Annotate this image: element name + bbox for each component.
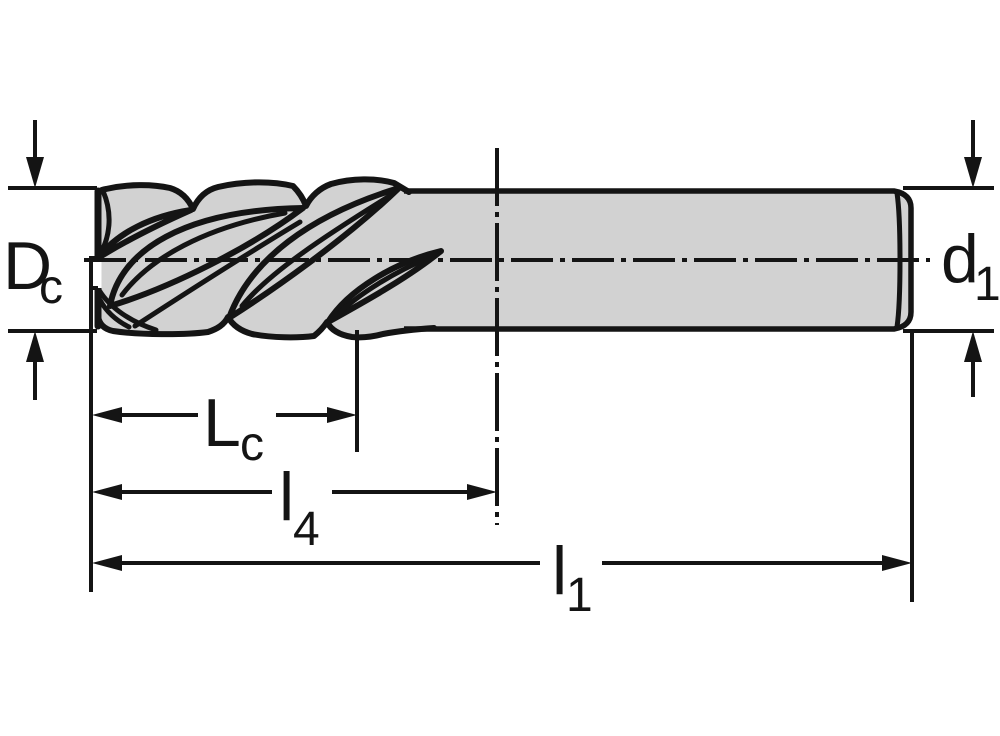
- arrow-right-icon: [467, 484, 497, 500]
- dimension-shank-diameter: [903, 120, 994, 397]
- flute-helix-lines: [119, 194, 431, 329]
- arrow-up-icon: [26, 331, 44, 362]
- arrow-down-icon: [964, 157, 982, 188]
- arrow-up-icon: [964, 331, 982, 362]
- arrow-left-icon: [92, 555, 122, 571]
- dimension-labels: D c d 1 L c l 4 l 1: [3, 221, 1000, 622]
- end-face-tooth-curves: [96, 188, 159, 333]
- dimension-cutting-length: [92, 407, 357, 423]
- label-Dc: D: [3, 228, 52, 304]
- arrow-right-icon: [327, 407, 357, 423]
- end-face-center-notch: [89, 256, 102, 290]
- label-l4: l: [279, 459, 294, 535]
- arrow-left-icon: [92, 484, 122, 500]
- dimension-l4: [92, 484, 497, 500]
- label-Lc: L: [203, 385, 241, 461]
- label-Dc-sub: c: [39, 261, 63, 314]
- dimension-overall-length: [92, 555, 912, 571]
- label-d1: d: [941, 221, 979, 297]
- label-d1-sub: 1: [974, 258, 1000, 311]
- flute-land-3: [325, 248, 444, 325]
- label-l1-sub: 1: [566, 569, 593, 622]
- label-l4-sub: 4: [293, 503, 320, 556]
- arrow-right-icon: [882, 555, 912, 571]
- arrow-left-icon: [92, 407, 122, 423]
- label-l1: l: [552, 533, 567, 609]
- label-Lc-sub: c: [240, 418, 264, 471]
- dimension-cutting-diameter: [8, 120, 97, 400]
- arrow-down-icon: [26, 157, 44, 188]
- extension-lines: [89, 148, 914, 602]
